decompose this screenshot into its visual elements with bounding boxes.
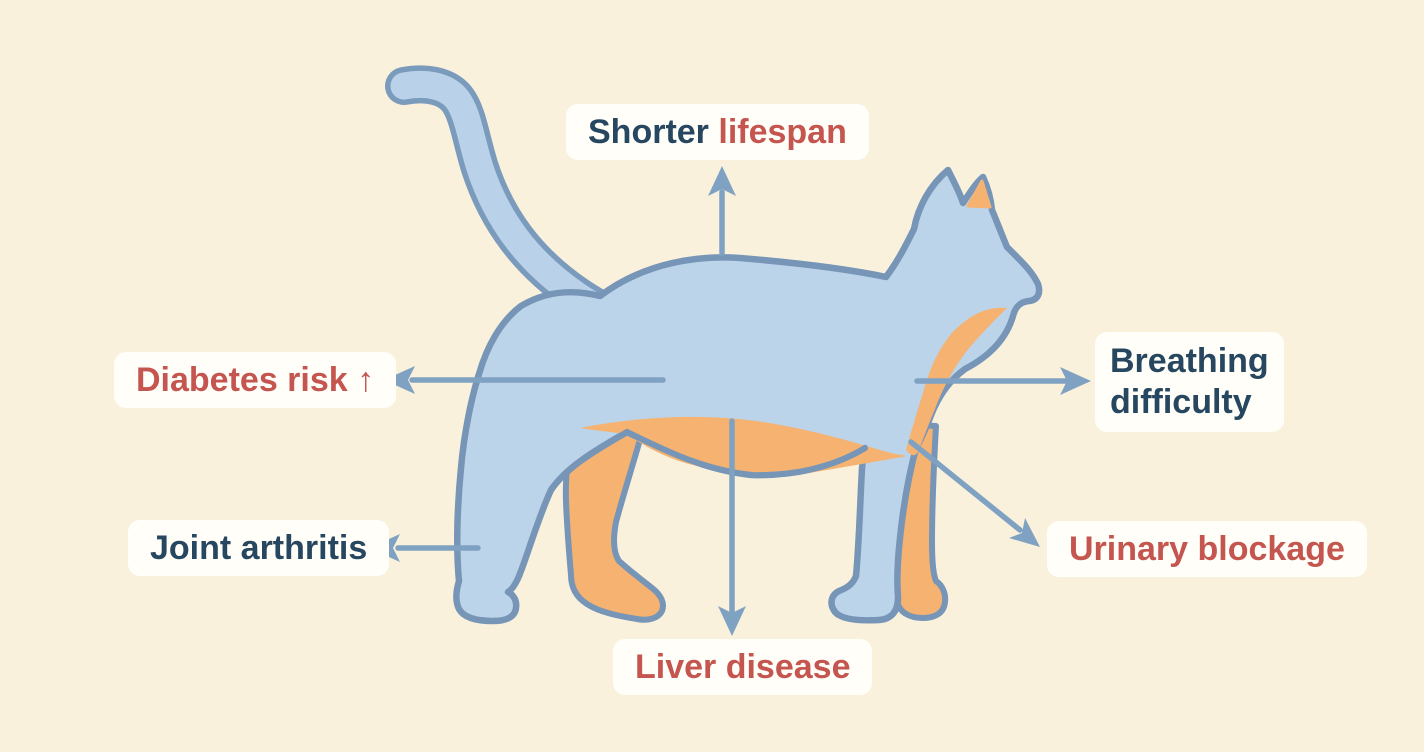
label-breathing-difficulty: Breathing difficulty [1095,332,1284,432]
label-breathing-line2: difficulty [1110,383,1252,421]
arrow-right-breathing-icon [914,367,1091,395]
label-shorter-lifespan-red-text: lifespan [718,113,847,151]
cat-silhouette [385,65,1043,625]
cat-belly-patch [580,416,907,475]
label-urinary-blockage: Urinary blockage [1047,521,1367,577]
label-breathing-line1: Breathing [1110,342,1269,380]
arrow-left-diabetes-icon [384,366,666,394]
label-diabetes-risk: Diabetes risk ↑ [114,352,397,408]
label-shorter-lifespan-dark-text: Shorter [588,113,709,151]
label-liver-disease: Liver disease [613,639,873,695]
cat-body [453,166,1043,625]
label-shorter-lifespan: Shorter lifespan [566,104,869,160]
cat-ear-inner [966,179,992,209]
cat-far-hind-leg [562,419,666,623]
arrow-diagonal-urinary-icon [908,439,1040,547]
cat-belly-contour [548,428,868,493]
arrow-up-icon [708,166,736,256]
label-joint-arthritis: Joint arthritis [128,520,390,576]
cat-chest-patch [906,307,1007,456]
arrow-down-liver-icon [718,418,746,636]
